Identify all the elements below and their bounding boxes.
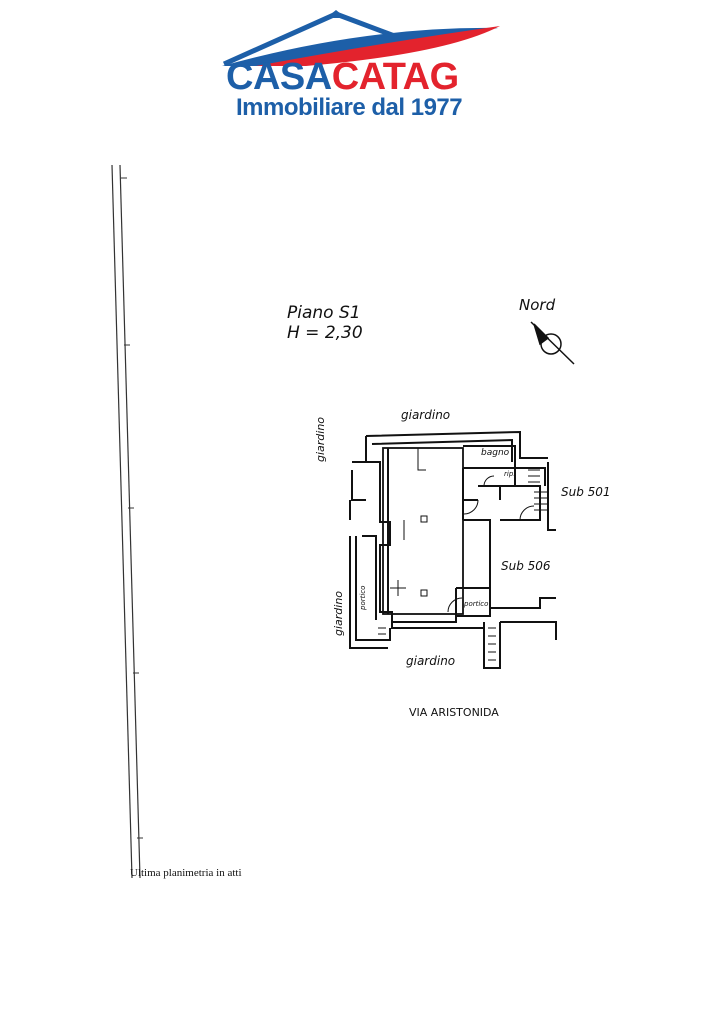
- portico-label-right: portico: [464, 600, 489, 608]
- portico-label-left: portico: [359, 585, 367, 610]
- brand-logo: CASACATAG Immobiliare dal 1977: [216, 6, 506, 121]
- plan-details: [378, 448, 548, 661]
- floor-height-label: H = 2,30: [287, 323, 363, 343]
- sub-506-label: Sub 506: [501, 559, 551, 573]
- logo-word-catag: CATAG: [331, 56, 459, 98]
- garden-label-bottom: giardino: [406, 654, 456, 668]
- logo-wordmark: CASACATAG: [226, 58, 459, 96]
- compass-icon: [530, 321, 575, 365]
- left-margin-lines: [111, 164, 143, 879]
- street-label: VIA ARISTONIDA: [409, 706, 499, 719]
- logo-word-casa: CASA: [226, 56, 332, 98]
- sub-501-label: Sub 501: [561, 485, 611, 499]
- floor-level-label: Piano S1: [287, 303, 361, 323]
- garden-label-left-lower: giardino: [332, 590, 345, 636]
- compass-label: Nord: [519, 296, 556, 314]
- rip-label: rip.: [504, 470, 516, 478]
- bathroom-label: bagno: [481, 448, 510, 458]
- logo-tagline: Immobiliare dal 1977: [236, 94, 463, 121]
- roof-swoosh-icon: [222, 10, 500, 66]
- garden-label-top: giardino: [401, 408, 451, 422]
- garden-label-left-upper: giardino: [314, 416, 327, 462]
- plan-walls: [349, 430, 557, 669]
- footer-note: Ultima planimetria in atti: [130, 867, 242, 879]
